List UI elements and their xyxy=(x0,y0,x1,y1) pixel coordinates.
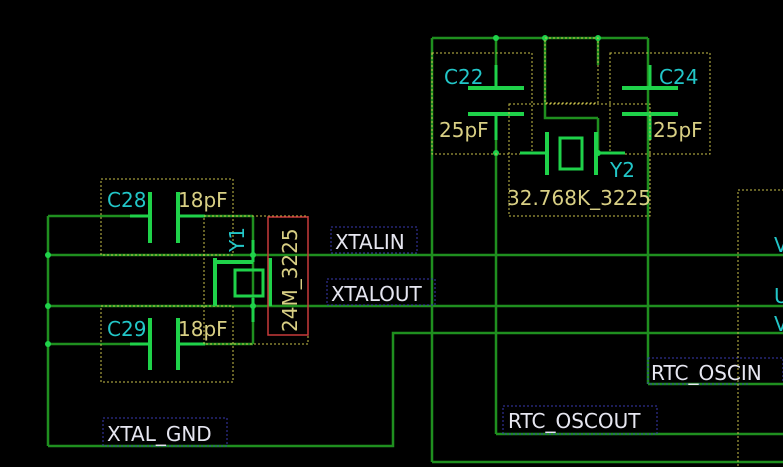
capacitor-c29[interactable]: C29 18pF xyxy=(100,305,234,383)
rtc-oscout-box xyxy=(502,405,658,435)
y2-quartz xyxy=(558,136,584,171)
c29-value: 18pF xyxy=(178,317,228,341)
junction-dot xyxy=(493,150,499,156)
c24-value: 25pF xyxy=(653,118,703,142)
ic-pin-label-v1: V xyxy=(774,233,783,257)
y1-value: 24M_3225 xyxy=(278,228,302,332)
c28-outline xyxy=(100,178,234,256)
xtal-gnd-text: XTAL_GND xyxy=(107,422,212,446)
xtalin-text: XTALIN xyxy=(335,230,405,254)
xtal-gnd-box xyxy=(102,417,228,447)
junction-dot xyxy=(493,35,499,41)
y1-quartz xyxy=(233,268,265,298)
net-label-rtc-oscin[interactable]: RTC_OSCIN xyxy=(647,357,783,385)
capacitor-c22[interactable]: C22 25pF xyxy=(431,52,533,155)
ic-pin-label-u: U xyxy=(774,284,783,308)
rtc-oscin-box xyxy=(647,357,783,385)
c22-value: 25pF xyxy=(439,118,489,142)
crystal-y2[interactable]: Y2 32.768K_3225 xyxy=(507,37,651,217)
y2-outline xyxy=(508,103,651,217)
y2-gnd-box xyxy=(544,37,599,104)
xtalout-box xyxy=(326,278,436,306)
c22-ref: C22 xyxy=(444,65,483,89)
ic-pin-label-v2: V xyxy=(774,312,783,336)
y2-value: 32.768K_3225 xyxy=(507,186,651,210)
net-label-xtalin[interactable]: XTALIN xyxy=(330,226,418,254)
capacitor-c24[interactable]: C24 25pF xyxy=(609,52,711,155)
c24-ref: C24 xyxy=(659,65,698,89)
ic-partial-outline xyxy=(737,189,783,467)
net-label-xtalout[interactable]: XTALOUT xyxy=(326,278,436,306)
rtc-oscout-text: RTC_OSCOUT xyxy=(508,409,641,433)
c29-outline xyxy=(100,305,234,383)
junction-dot xyxy=(45,341,51,347)
c24-outline xyxy=(609,52,711,155)
junction-dot xyxy=(45,303,51,309)
c28-ref: C28 xyxy=(107,188,146,212)
c22-outline xyxy=(431,52,533,155)
net-label-xtal-gnd[interactable]: XTAL_GND xyxy=(102,417,228,447)
c29-ref: C29 xyxy=(107,317,146,341)
wire-y2-gnd-loop[interactable] xyxy=(543,38,598,120)
net-label-rtc-oscout[interactable]: RTC_OSCOUT xyxy=(502,405,658,435)
capacitor-c28[interactable]: C28 18pF xyxy=(100,178,234,256)
xtalout-text: XTALOUT xyxy=(331,282,423,306)
c28-value: 18pF xyxy=(178,188,228,212)
y1-ref: Y1 xyxy=(225,227,249,253)
y1-value-box xyxy=(267,216,309,336)
wire-xtal-gnd-bottom[interactable] xyxy=(48,331,750,448)
rtc-oscin-text: RTC_OSCIN xyxy=(651,361,762,385)
y2-ref: Y2 xyxy=(609,158,635,182)
junction-dot xyxy=(45,252,51,258)
crystal-y1[interactable]: Y1 24M_3225 xyxy=(203,215,309,345)
ic-partial-right[interactable]: V U V xyxy=(737,189,783,467)
